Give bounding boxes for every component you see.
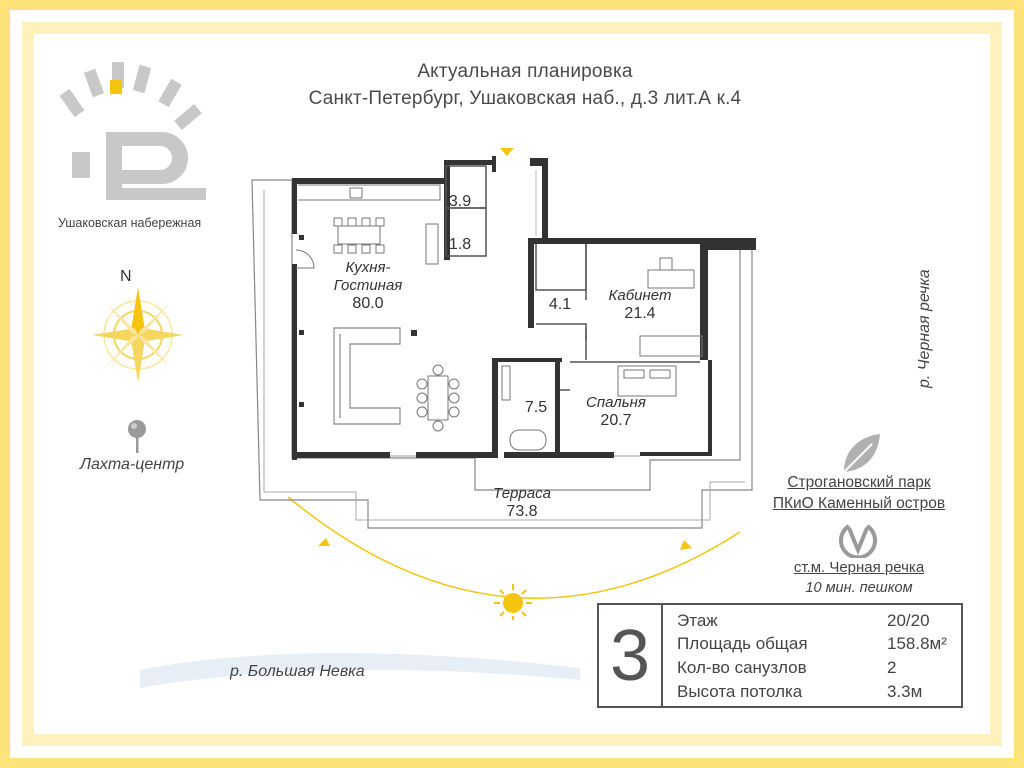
compass-rose-icon (92, 287, 184, 383)
entrance-arrow-icon (500, 148, 514, 156)
room-kitchen-name: Кухня- Гостиная (333, 259, 403, 294)
leaf-icon (843, 434, 880, 473)
info-row-floor: Этаж 20/20 (677, 611, 957, 633)
room-terrace: Терраса 73.8 (482, 485, 562, 521)
living-dining-table (416, 364, 460, 432)
park-stroganovsky-link[interactable]: Строгановский парк (787, 474, 931, 491)
info-row-bathrooms: Кол-во санузлов 2 (677, 658, 957, 680)
info-row-label: Кол-во санузлов (677, 658, 807, 677)
info-row-value: 20/20 (887, 611, 930, 630)
room-wc: 1.8 (444, 236, 476, 254)
room-office-name: Кабинет (608, 287, 672, 304)
metro-walk-time: 10 мин. пешком (805, 580, 913, 596)
room-wc-area: 1.8 (448, 236, 472, 253)
page-title: Актуальная планировка (417, 61, 633, 82)
living-sofa (333, 327, 401, 425)
room-bathroom-2: 7.5 (518, 399, 554, 417)
room-bedroom-area: 20.7 (600, 412, 632, 429)
metro-icon (839, 524, 877, 558)
info-row-value: 3.3м (887, 682, 923, 701)
room-kitchen: Кухня- Гостиная 80.0 (328, 259, 408, 313)
floor-plan (251, 148, 756, 620)
brand-logo (60, 62, 206, 200)
lakhta-center-label: Лахта-центр (80, 456, 185, 473)
info-row-label: Этаж (677, 611, 718, 630)
info-row-value: 2 (887, 658, 897, 677)
bathtub (501, 365, 547, 451)
room-bathroom-1: 3.9 (444, 193, 476, 211)
room-office: Кабинет 21.4 (600, 287, 680, 323)
sun-path-arrow-left (318, 538, 330, 546)
location-pin-icon (128, 420, 146, 453)
info-row-value: 158.8м² (887, 634, 947, 653)
brand-name: Ушаковская набережная (58, 216, 202, 230)
river-wash (140, 653, 580, 688)
kitchen-dining-table (333, 217, 385, 254)
room-bedroom: Спальня 20.7 (576, 394, 656, 430)
info-row-ceiling: Высота потолка 3.3м (677, 682, 957, 704)
sun-path-arrow-right (680, 540, 692, 550)
room-bathroom-2-area: 7.5 (524, 399, 548, 416)
info-row-label: Высота потолка (677, 682, 803, 701)
bedroom-bed (617, 365, 677, 397)
room-bathroom-1-area: 3.9 (448, 193, 472, 210)
apartment-info-table: 3 Этаж 20/20 Площадь общая 158.8м² Кол-в… (597, 603, 963, 708)
sun-icon (494, 584, 532, 620)
metro-station-link[interactable]: ст.м. Черная речка (793, 559, 925, 576)
room-storage: 4.1 (542, 296, 578, 314)
info-row-label: Площадь общая (677, 634, 808, 653)
room-office-area: 21.4 (624, 305, 656, 322)
address: Санкт-Петербург, Ушаковская наб., д.3 ли… (308, 88, 742, 109)
river-chernaya-label: р. Черная речка (916, 269, 933, 388)
room-terrace-name: Терраса (493, 485, 551, 502)
room-kitchen-area: 80.0 (352, 295, 384, 312)
info-row-area: Площадь общая 158.8м² (677, 634, 957, 656)
river-bolshaya-nevka-label: р. Большая Невка (230, 663, 365, 680)
park-kamenny-link[interactable]: ПКиО Каменный остров (772, 495, 946, 512)
room-bedroom-name: Спальня (586, 394, 646, 411)
floor-number-big: 3 (609, 616, 651, 696)
room-storage-area: 4.1 (548, 296, 572, 313)
north-label: N (120, 268, 132, 285)
room-terrace-area: 73.8 (506, 503, 538, 520)
info-divider (661, 605, 663, 706)
office-desk (639, 257, 703, 357)
